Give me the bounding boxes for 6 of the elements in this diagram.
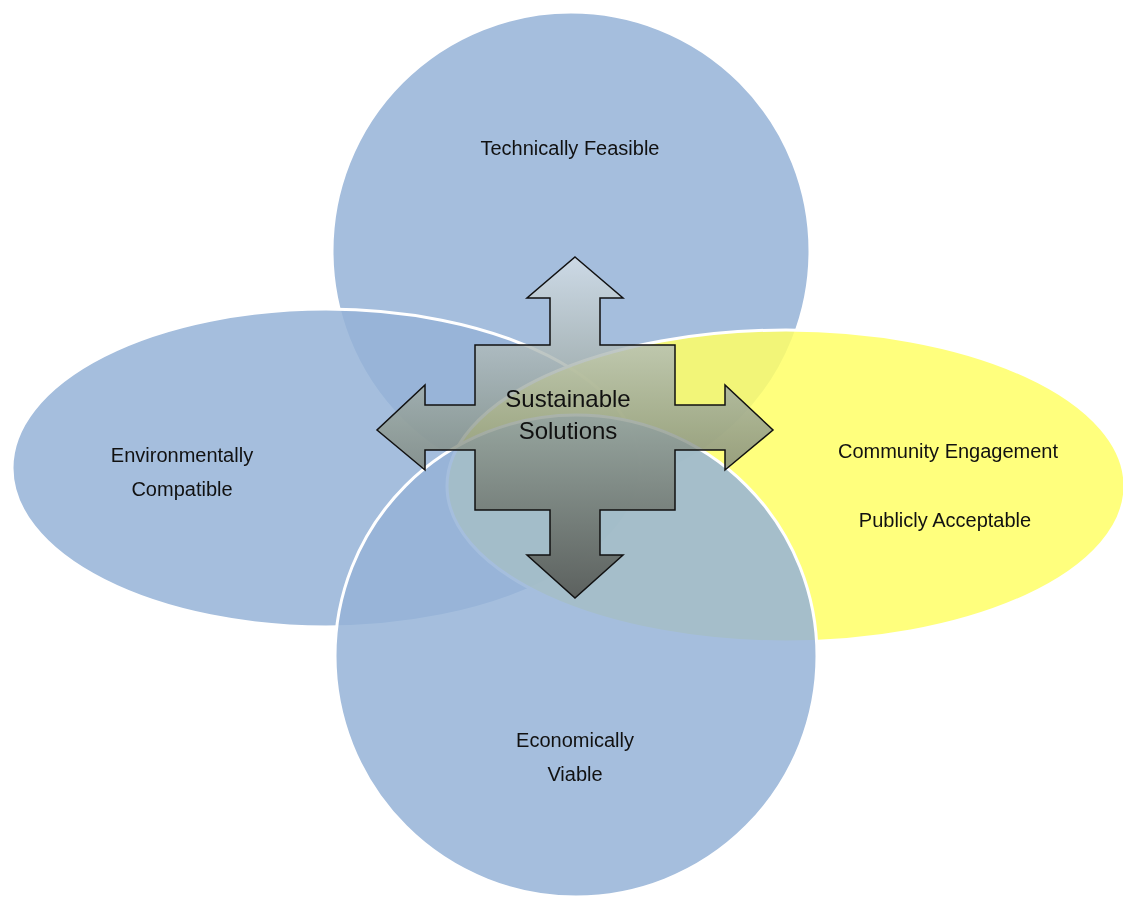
circle-label: Publicly Acceptable bbox=[857, 508, 1033, 533]
circle-label: Economically Viable bbox=[515, 728, 635, 787]
circle-label: Environmentally Compatible bbox=[109, 443, 255, 502]
circle-label: Technically Feasible bbox=[479, 136, 661, 161]
arrow-label: Sustainable Solutions bbox=[504, 383, 632, 446]
circle-label: Community Engagement bbox=[836, 439, 1060, 464]
